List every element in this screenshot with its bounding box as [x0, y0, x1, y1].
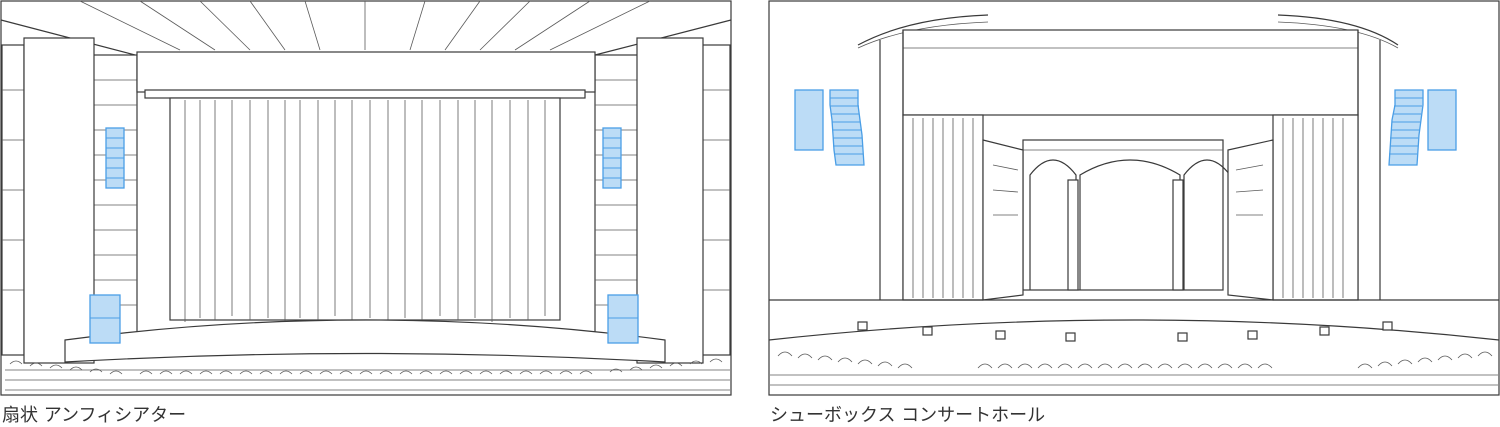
stage-monitors — [857, 321, 1393, 342]
speaker-array-left-upper — [105, 127, 125, 189]
caption-shoebox-concert-hall: シューボックス コンサートホール — [770, 405, 1046, 426]
proscenium-header — [902, 29, 1359, 116]
ceiling-arch — [857, 14, 1399, 46]
right-pillar — [636, 37, 704, 364]
proscenium-header — [136, 51, 596, 93]
shoebox-concert-hall-drawing — [768, 0, 1500, 396]
audience-seats — [5, 358, 730, 391]
panel-frame — [768, 0, 1500, 396]
stage-platform — [64, 319, 666, 363]
shoebox-concert-hall-illustration — [768, 0, 1500, 396]
audience-seats — [770, 351, 1498, 386]
speaker-left-lower — [89, 294, 121, 344]
caption-fan-amphitheater: 扇状 アンフィシアター — [2, 405, 187, 426]
right-curtain — [1272, 114, 1359, 301]
left-curtain — [902, 114, 984, 301]
stage-set-arches — [1022, 139, 1231, 291]
speaker-cabinet-left — [794, 89, 824, 151]
fan-amphitheater-illustration — [0, 0, 732, 396]
speaker-line-array-right — [1388, 89, 1424, 166]
curtain-folds — [184, 100, 546, 322]
left-pillar — [23, 37, 95, 364]
speaker-right-lower — [607, 294, 639, 344]
panel-frame — [0, 0, 732, 396]
speaker-line-array-left — [829, 89, 865, 166]
side-doors — [982, 139, 1274, 301]
speaker-array-right-upper — [602, 127, 622, 189]
stage-curtain — [169, 97, 561, 321]
ceiling-rays — [79, 0, 651, 51]
side-walls — [1, 44, 731, 356]
speaker-cabinet-right — [1427, 89, 1457, 151]
fan-amphitheater-drawing — [0, 0, 732, 396]
